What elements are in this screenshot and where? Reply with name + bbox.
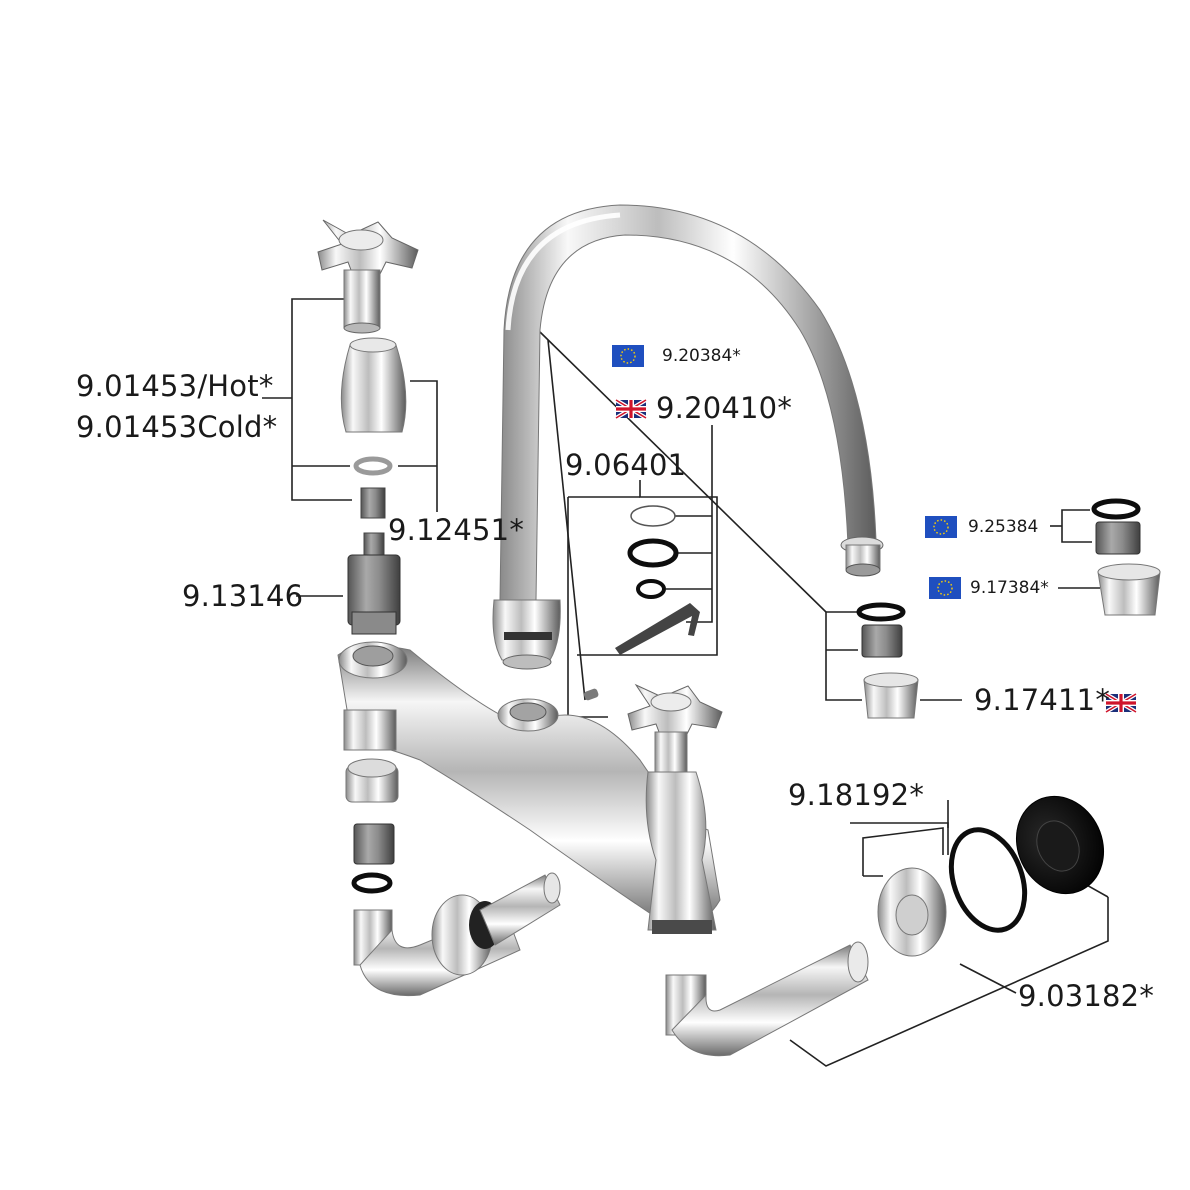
left-shroud (340, 337, 407, 433)
right-tail-pipe (665, 941, 869, 1057)
aerator-housing-uk (863, 672, 919, 719)
right-cross-handle (627, 683, 723, 934)
label-spout-eu: 9.20384* (662, 346, 741, 366)
small-washer (353, 456, 393, 476)
aerator-grey (1095, 521, 1141, 555)
label-aerator-eu: 9.25384 (968, 517, 1039, 537)
uk-flag-icon (614, 398, 648, 420)
large-o-ring (948, 827, 1028, 933)
black-backnut (1015, 795, 1105, 895)
aerator-oring-uk (856, 602, 906, 622)
aerator-oring-top (1091, 498, 1141, 520)
label-cartridge: 9.13146 (182, 579, 304, 613)
label-spout-uk: 9.20410* (656, 391, 793, 425)
left-o-ring (351, 872, 393, 894)
label-hot-head: 9.01453/Hot* (76, 369, 274, 403)
left-cross-handle (317, 219, 419, 334)
label-tail-seal: 9.18192* (788, 778, 925, 812)
cartridge (347, 532, 401, 635)
aerator-housing-eu (1097, 563, 1161, 616)
eu-flag-icon (929, 577, 961, 599)
uk-flag-icon (1104, 692, 1138, 714)
left-elbow-pipe (353, 872, 561, 997)
label-aerator-housing-eu: 9.17384* (970, 578, 1049, 598)
label-tail-pipe: 9.03182* (1018, 979, 1155, 1013)
eu-flag-icon (925, 516, 957, 538)
bridge-body (337, 641, 721, 925)
left-grey-bush (353, 823, 395, 865)
aerator-grey-uk (861, 624, 903, 658)
spout (492, 204, 884, 670)
grey-bush (360, 487, 386, 519)
label-washer-kit: 9.12451* (388, 513, 525, 547)
eu-flag-icon (612, 345, 644, 367)
left-nut (345, 758, 399, 803)
flange (877, 867, 947, 957)
label-aerator-uk: 9.17411* (974, 683, 1111, 717)
seal-kit (583, 505, 700, 701)
label-cold-head: 9.01453Cold* (76, 410, 278, 444)
label-seal-kit: 9.06401 (565, 448, 687, 482)
